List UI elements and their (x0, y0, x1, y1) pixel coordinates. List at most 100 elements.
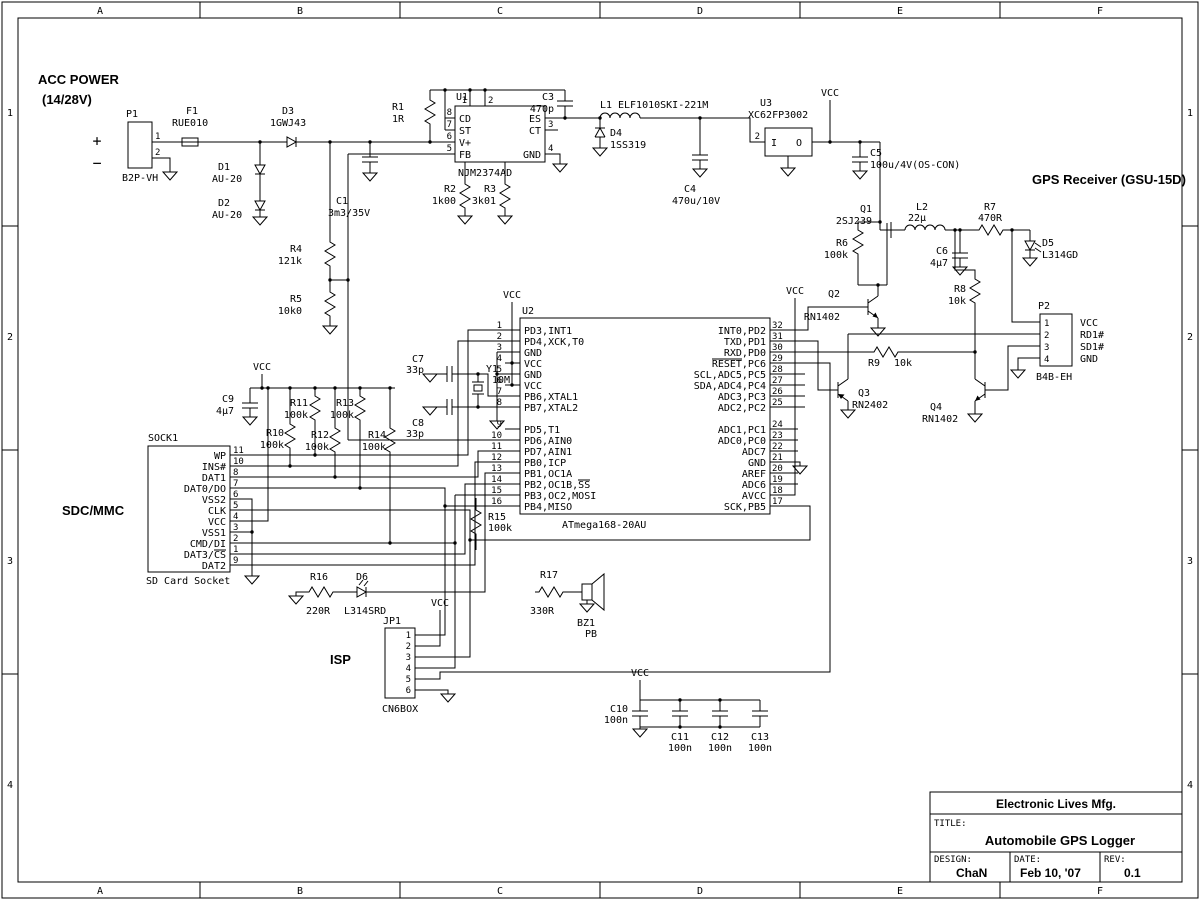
r15-ref: R15 (488, 512, 506, 523)
u2-pin24-label: ADC1,PC1 (718, 425, 766, 436)
gnd-symbol (632, 728, 648, 738)
p2-signal-vcc: VCC (1080, 318, 1098, 329)
r17-ref: R17 (540, 570, 558, 581)
resistor-r16 (304, 586, 340, 598)
u2-pin11-num: 11 (491, 442, 502, 452)
sock1-ref: SOCK1 (148, 433, 178, 444)
d2-ref: D2 (218, 198, 230, 209)
bz1-ref: BZ1 (577, 618, 595, 629)
u2-pin23-num: 23 (772, 431, 783, 441)
jp1-value: CN6BOX (382, 704, 418, 715)
u2-pin11-label: PD7,AIN1 (524, 447, 572, 458)
p2-value: B4B-EH (1036, 372, 1072, 383)
r17-value: 330R (530, 606, 555, 617)
sock1-pin-ins: INS# (202, 462, 226, 473)
frame-row-2-left: 2 (7, 332, 13, 343)
sock1-pin-vss2: VSS2 (202, 495, 226, 506)
gnd-symbol (457, 215, 473, 225)
d4-ref: D4 (610, 128, 622, 139)
r9-value: 10k (894, 358, 912, 369)
u2-pin16-label: PB4,MISO (524, 502, 572, 513)
c8-value: 33p (406, 429, 424, 440)
isp-wires (384, 498, 482, 703)
r9-ref: R9 (868, 358, 880, 369)
c13-ref: C13 (751, 732, 769, 743)
p2-connector-box (1039, 313, 1073, 367)
u2-pin23-label: ADC0,PC0 (718, 436, 766, 447)
d2-value: AU-20 (212, 210, 242, 221)
capacitor-c5 (851, 149, 869, 170)
capacitor-c9 (241, 395, 259, 416)
title-label: TITLE: (934, 819, 967, 829)
u2-pin4-num: 4 (497, 354, 502, 364)
u2-pin2-label: PD4,XCK,T0 (524, 337, 584, 348)
u2-pin5-num: 5 (497, 365, 502, 375)
gnd-symbol (840, 409, 856, 419)
vcc-label: VCC (821, 88, 839, 99)
u2-pin19-label: ADC6 (742, 480, 766, 491)
u2-pin31-label: TXD,PD1 (724, 337, 766, 348)
c6-ref: C6 (936, 246, 948, 257)
sock1-pin-ins-num: 10 (233, 457, 244, 467)
resistor-r7 (974, 224, 1010, 236)
u2-pin30-num: 30 (772, 343, 783, 353)
company-name: Electronic Lives Mfg. (996, 797, 1116, 811)
date-label: DATE: (1014, 855, 1041, 865)
gnd-symbol (1022, 257, 1038, 267)
r13-ref: R13 (336, 398, 354, 409)
u1-pin-top2-num: 2 (488, 96, 493, 106)
u2-pin20-num: 20 (772, 464, 783, 474)
c10-ref: C10 (610, 704, 628, 715)
ldo-text: U3 XC62FP3002 I O 2 VCC C5 100u/4V(OS-CO… (748, 88, 960, 171)
sock1-pin-wp-num: 11 (233, 446, 244, 456)
gnd-symbol (322, 325, 338, 335)
c9-ref: C9 (222, 394, 234, 405)
rev-value: 0.1 (1124, 866, 1141, 880)
u2-pin3-num: 3 (497, 343, 502, 353)
sock1-pin-vss1: VSS1 (202, 528, 226, 539)
pullup-wires (241, 374, 396, 543)
d6-ref: D6 (356, 572, 368, 583)
transistor-q4 (974, 378, 998, 402)
u1-pin-fb: FB (459, 150, 471, 161)
sock1-pin-wp: WP (214, 451, 226, 462)
sock1-pin-clk: CLK (208, 506, 226, 517)
u1-pin-st-num: 7 (447, 120, 452, 130)
u2-pin12-label: PB0,ICP (524, 458, 566, 469)
u2-pin28-label: SCL,ADC5,PC5 (694, 370, 766, 381)
p2-signal-rd1: RD1# (1080, 330, 1104, 341)
sock1-pin-cmd: CMD/DI (190, 539, 226, 550)
sock1-pin-dat1: DAT1 (202, 473, 226, 484)
sock1-pin-dat1-num: 8 (233, 468, 238, 478)
transistor-q2 (855, 295, 879, 319)
u2-pin20-label: AREF (742, 469, 766, 480)
u2-pin30-label: RXD,PD0 (724, 348, 766, 359)
frame-row-2-right: 2 (1187, 332, 1193, 343)
p1-value: B2P-VH (122, 173, 158, 184)
plus-sign: + (92, 132, 101, 150)
q4-value: RN1402 (922, 414, 958, 425)
d3-ref: D3 (282, 106, 294, 117)
r10-ref: R10 (266, 428, 284, 439)
capacitor-c1 (361, 149, 379, 170)
sock1-pin-vss2-num: 6 (233, 490, 238, 500)
u2-pin3-label: GND (524, 348, 542, 359)
r8-value: 10k (948, 296, 966, 307)
frame-col-c-bottom: C (497, 886, 503, 897)
power-input-text: P1 B2P-VH 1 2 + − F1 RUE010 D3 1GWJ43 D1… (92, 106, 370, 317)
c3-ref: C3 (542, 92, 554, 103)
r1-value: 1R (392, 114, 405, 125)
u1-pin-vplus: V+ (459, 138, 471, 149)
buzzer-text: R17 330R BZ1 PB (530, 570, 597, 640)
u2-pin29-num: 29 (772, 354, 783, 364)
r6-value: 100k (824, 250, 848, 261)
u3-pin-num: 2 (755, 132, 760, 142)
r12-ref: R12 (311, 430, 329, 441)
u2-pin5-label: GND (524, 370, 542, 381)
f1-ref: F1 (186, 106, 198, 117)
decoupling-wires (631, 680, 769, 738)
u2-pin32-label: INT0,PD2 (718, 326, 766, 337)
design-label: DESIGN: (934, 855, 972, 865)
u2-pin2-num: 2 (497, 332, 502, 342)
drawing-title: Automobile GPS Logger (985, 833, 1135, 848)
